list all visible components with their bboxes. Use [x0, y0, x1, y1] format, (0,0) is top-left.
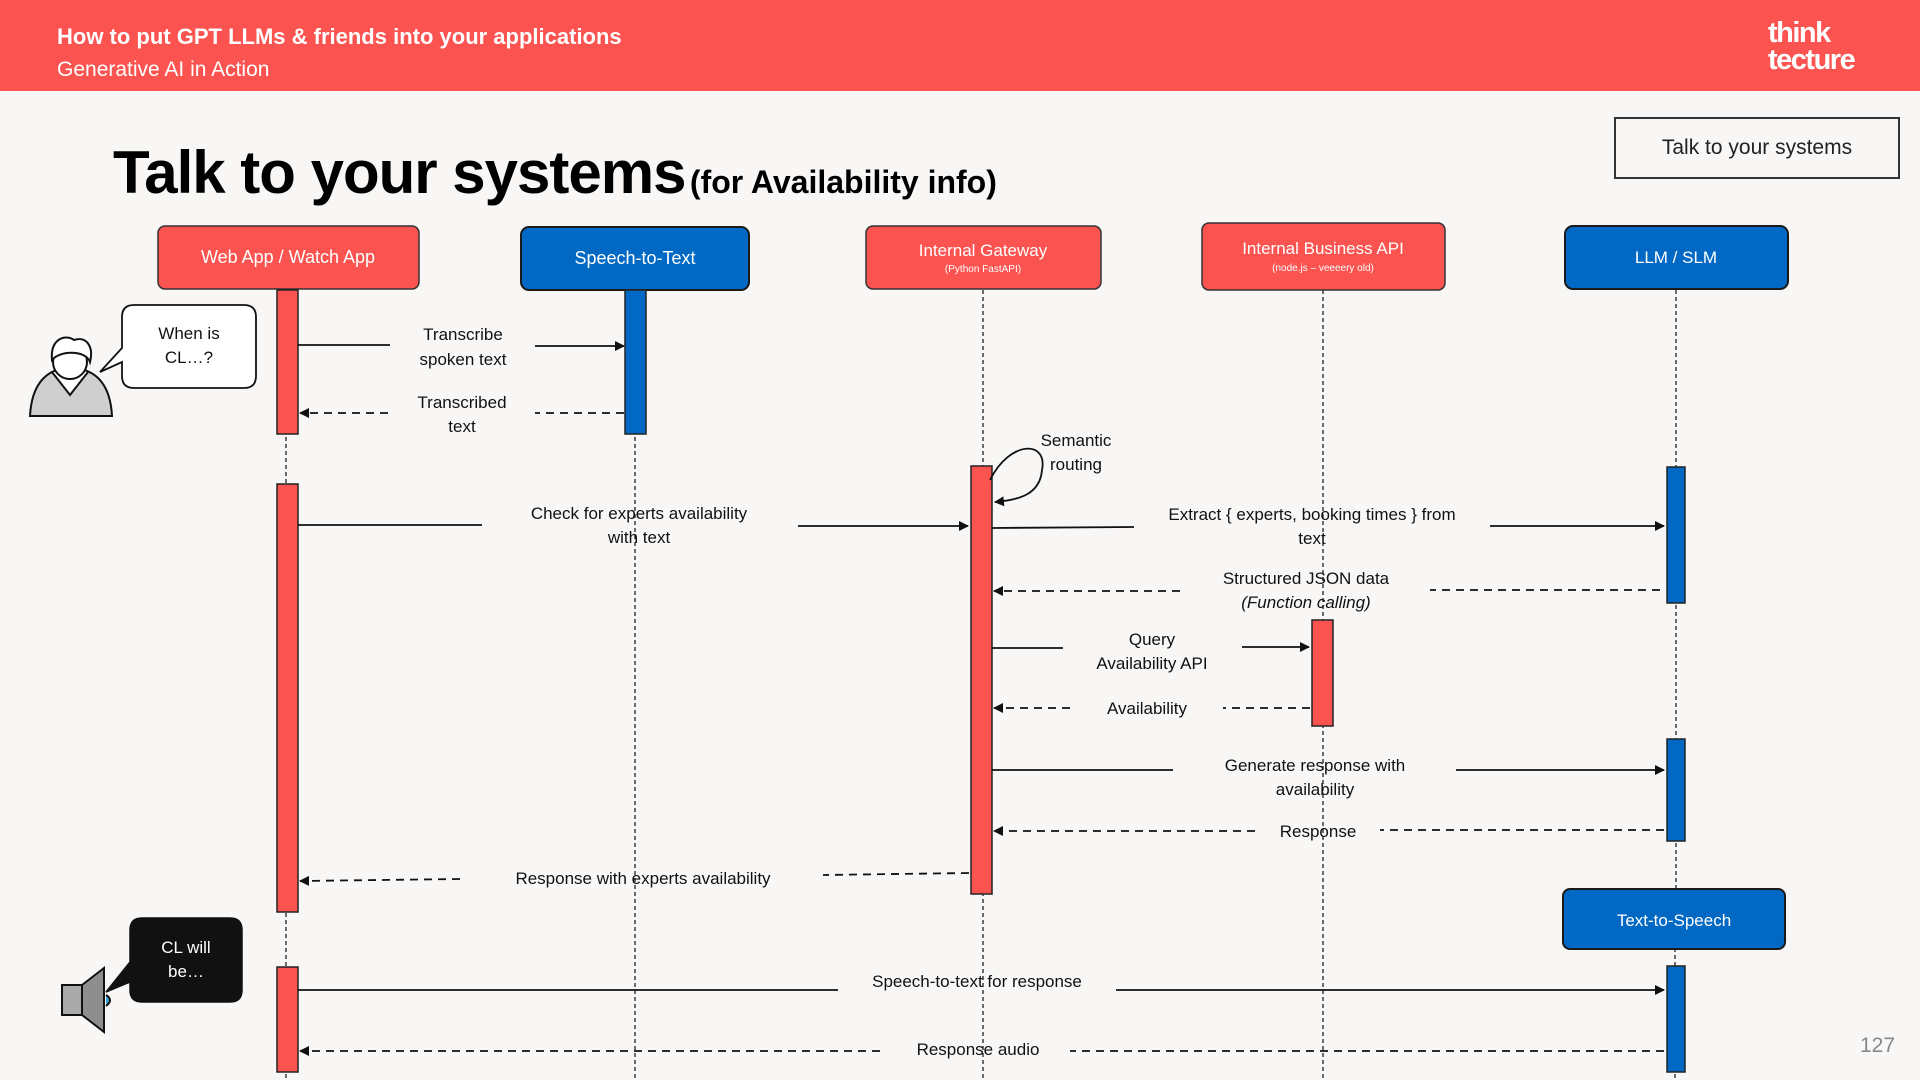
page-title-main: Talk to your systems — [113, 139, 686, 206]
answer-bubble-line-1: CL will — [161, 938, 210, 957]
activation-webapp-2 — [276, 483, 299, 913]
page-number: 127 — [1860, 1034, 1896, 1057]
activation-webapp-3 — [276, 966, 299, 1073]
msg-semantic-loop — [989, 447, 1044, 507]
participant-bizapi-label: Internal Business API — [1242, 239, 1404, 258]
label-query-2: Availability API — [1096, 654, 1207, 673]
participant-bizapi: Internal Business API (node.js – veeeery… — [1201, 222, 1446, 291]
participant-llm-label: LLM / SLM — [1635, 248, 1717, 267]
label-check-1: Check for experts availability — [531, 504, 748, 523]
label-check-2: with text — [607, 528, 671, 547]
label-speech-response: Speech-to-text for response — [872, 972, 1082, 991]
activation-gateway — [970, 465, 993, 895]
speaker-icon — [61, 965, 111, 1035]
page-title-suffix: (for Availability info) — [689, 164, 997, 200]
label-response-audio: Response audio — [917, 1040, 1040, 1059]
activation-llm-1 — [1666, 466, 1686, 604]
question-bubble: When is CL…? — [99, 304, 257, 389]
label-query-1: Query — [1129, 630, 1176, 649]
label-generate-1: Generate response with — [1225, 756, 1406, 775]
logo-line-1: think — [1768, 17, 1831, 49]
section-tag: Talk to your systems — [1614, 117, 1900, 179]
label-semantic-2: routing — [1050, 455, 1102, 474]
participant-llm: LLM / SLM — [1564, 225, 1789, 290]
label-semantic-1: Semantic — [1041, 431, 1112, 450]
participant-gateway-sublabel: (Python FastAPI) — [945, 264, 1021, 275]
answer-bubble-line-2: be… — [168, 962, 204, 981]
participant-gateway: Internal Gateway (Python FastAPI) — [865, 225, 1102, 290]
msg-response-experts-line-a — [822, 872, 970, 876]
activation-bizapi — [1311, 619, 1334, 727]
activation-stt-1 — [624, 289, 647, 435]
label-response: Response — [1280, 822, 1357, 841]
participant-webapp-label: Web App / Watch App — [201, 247, 375, 267]
participant-tts: Text-to-Speech — [1562, 888, 1786, 950]
msg-extract-line-a — [991, 526, 1135, 529]
label-transcribe-1: Transcribe — [423, 325, 503, 344]
label-generate-2: availability — [1276, 780, 1355, 799]
label-transcribed-2: text — [448, 417, 476, 436]
question-bubble-line-1: When is — [158, 324, 219, 343]
activation-bars — [276, 289, 1686, 1073]
participant-bizapi-sublabel: (node.js – veeeery old) — [1272, 263, 1374, 274]
participant-tts-label: Text-to-Speech — [1617, 911, 1731, 930]
activation-tts — [1666, 965, 1686, 1073]
question-bubble-line-2: CL…? — [165, 348, 213, 367]
label-extract-2: text — [1298, 529, 1326, 548]
label-availability: Availability — [1107, 699, 1188, 718]
label-transcribed-1: Transcribed — [417, 393, 506, 412]
presentation-subtitle: Generative AI in Action — [57, 58, 270, 81]
activation-webapp-1 — [276, 289, 299, 435]
participant-stt-label: Speech-to-Text — [574, 248, 695, 268]
participant-gateway-label: Internal Gateway — [919, 241, 1048, 260]
label-transcribe-2: spoken text — [420, 350, 507, 369]
participant-stt: Speech-to-Text — [520, 226, 750, 291]
message-labels: Transcribe spoken text Transcribed text … — [417, 325, 1455, 1059]
header-bar: How to put GPT LLMs & friends into your … — [0, 0, 1920, 91]
msg-response-experts-line-b — [299, 875, 461, 886]
participant-webapp: Web App / Watch App — [157, 225, 420, 290]
label-structured-1: Structured JSON data — [1223, 569, 1390, 588]
user-icon — [28, 336, 114, 417]
page-title: Talk to your systems (for Availability i… — [113, 138, 997, 207]
message-arrows — [298, 341, 1665, 1056]
label-extract-1: Extract { experts, booking times } from — [1168, 505, 1455, 524]
thinktecture-logo: think tecture — [1768, 17, 1856, 76]
presentation-title: How to put GPT LLMs & friends into your … — [57, 24, 622, 49]
answer-bubble: CL will be… — [105, 917, 243, 1003]
logo-line-2: tecture — [1768, 44, 1856, 76]
label-structured-2: (Function calling) — [1241, 593, 1370, 612]
label-response-experts: Response with experts availability — [515, 869, 771, 888]
activation-llm-2 — [1666, 738, 1686, 842]
